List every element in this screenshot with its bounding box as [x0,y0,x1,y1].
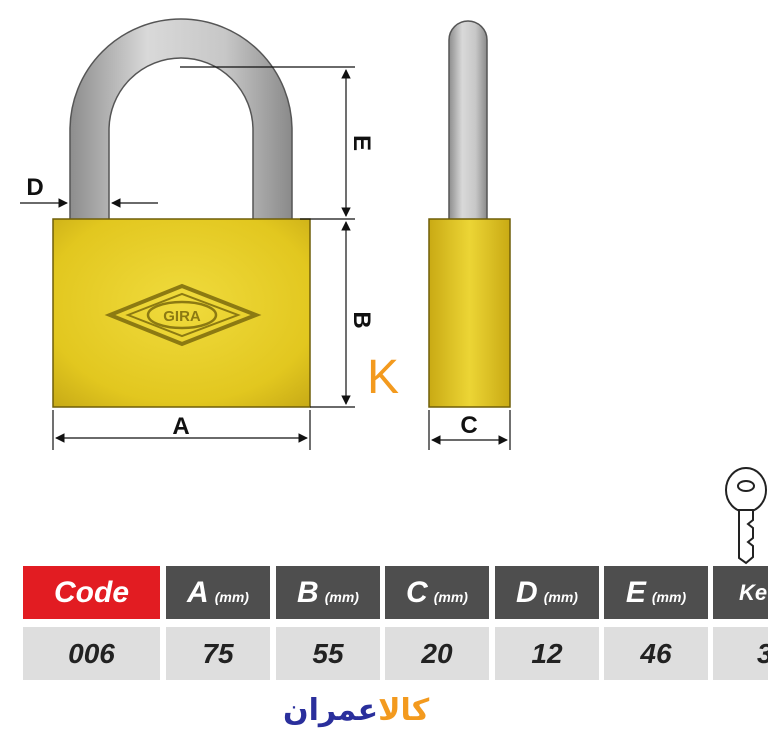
column-header-a: A(mm) [166,566,270,619]
value-keys: 3 [713,627,768,680]
dimension-b-label: B [348,311,375,328]
logo-accent-text: کالا [378,692,430,728]
front-shackle [69,18,293,221]
dimension-c-label: C [460,412,477,439]
specification-table: Code A(mm) B(mm) C(mm) D(mm) E(mm) Ke 00… [23,566,768,682]
value-a: 75 [166,627,270,680]
column-header-b: B(mm) [276,566,380,619]
side-lock-body [428,218,511,408]
column-header-keys: Ke [713,566,768,619]
column-header-d: D(mm) [495,566,599,619]
dimension-e-label: E [348,135,375,151]
value-d: 12 [495,627,599,680]
dimension-a-label: A [172,413,189,440]
value-c: 20 [385,627,489,680]
front-lock-body [52,218,311,408]
code-value: 006 [23,627,160,680]
dimension-c [428,410,511,450]
value-e: 46 [604,627,708,680]
code-header: Code [23,566,160,619]
dimension-b-e [180,66,355,408]
side-shackle [448,20,488,221]
value-b: 55 [276,627,380,680]
kala-omran-logo: کالا عمران [283,690,483,730]
column-header-c: C(mm) [385,566,489,619]
column-header-e: E(mm) [604,566,708,619]
gira-engraving: GIRA [163,308,201,325]
gira-emblem: GIRA [104,283,262,347]
dimension-a [52,410,311,450]
logo-main-text: عمران [283,692,379,728]
key-icon [725,467,767,565]
dimension-d-label: D [26,174,43,201]
brand-mark-k: K [367,351,399,404]
